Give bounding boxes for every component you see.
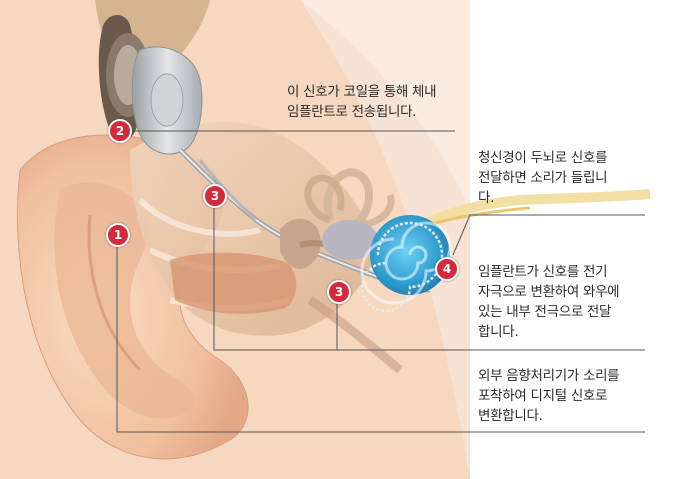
caption-4-line-2: 전달하면 소리가 들립니 <box>478 170 608 186</box>
ear-canal <box>170 252 297 314</box>
caption-3-line-3: 있는 내부 전극으로 전달 <box>478 304 612 320</box>
caption-1-line-3: 변환합니다. <box>478 408 543 424</box>
caption-4-line-3: 다. <box>478 190 495 206</box>
leader-line-4 <box>452 214 645 256</box>
caption-1-line-2: 포착하여 디지털 신호로 <box>478 388 608 404</box>
caption-3-line-1: 임플란트가 신호를 전기 <box>478 264 608 280</box>
eustachian-tube <box>307 296 403 374</box>
caption-3-line-4: 합니다. <box>478 324 519 340</box>
semicircular-canal-1 <box>323 168 374 229</box>
auditory-nerve <box>412 189 651 235</box>
semicircular-canal-2 <box>304 174 345 224</box>
caption-4: 청신경이 두뇌로 신호를 전달하면 소리가 들립니 다. <box>478 148 607 208</box>
caption-3-line-2: 자극으로 변환하여 와우에 <box>478 284 620 300</box>
marker-3-lower: 3 <box>327 280 351 304</box>
cochlea-spiral <box>360 221 452 305</box>
pinna-fold <box>87 214 142 372</box>
cochlea-electrode <box>360 221 444 313</box>
caption-4-line-1: 청신경이 두뇌로 신호를 <box>478 150 608 166</box>
marker-3-upper: 3 <box>203 184 227 208</box>
head-skin-right <box>300 0 470 479</box>
caption-3: 임플란트가 신호를 전기 자극으로 변환하여 와우에 있는 내부 전극으로 전달… <box>478 262 620 342</box>
caption-2-line-1: 이 신호가 코일을 통해 체내 <box>287 84 437 100</box>
marker-2: 2 <box>108 119 132 143</box>
caption-1-line-1: 외부 음향처리기가 소리를 <box>478 368 620 384</box>
caption-1: 외부 음향처리기가 소리를 포착하여 디지털 신호로 변환합니다. <box>478 366 620 426</box>
vestibule <box>322 220 378 260</box>
implant-magnet <box>150 73 184 127</box>
caption-2: 이 신호가 코일을 통해 체내 임플란트로 전송됩니다. <box>287 82 437 122</box>
leader-line-3 <box>213 205 645 351</box>
leader-line-1 <box>116 245 645 433</box>
marker-1: 1 <box>106 223 130 247</box>
caption-2-line-2: 임플란트로 전송됩니다. <box>287 104 417 120</box>
leader-lines <box>116 130 645 433</box>
marker-4: 4 <box>435 257 459 281</box>
